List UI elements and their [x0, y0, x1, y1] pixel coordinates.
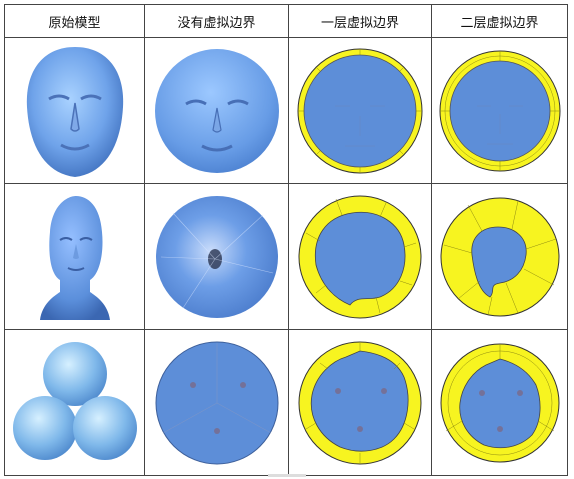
spheres-param-one-layer-image	[298, 341, 422, 464]
spheres-param-two-layer-image	[440, 343, 559, 462]
row-head	[4, 183, 568, 330]
cell-head-two-layer	[431, 183, 568, 330]
row-three-spheres	[4, 329, 568, 476]
page-footer-mark	[268, 474, 306, 477]
cell-face-original	[4, 37, 145, 184]
cell-face-two-layer	[431, 37, 568, 184]
spheres-param-no-boundary-image	[155, 341, 278, 464]
header-row: 原始模型 没有虚拟边界 一层虚拟边界 二层虚拟边界	[4, 4, 568, 38]
head-param-no-boundary-image	[155, 195, 278, 318]
cell-head-original	[4, 183, 145, 330]
header-one-layer-boundary: 一层虚拟边界	[288, 4, 432, 38]
row-face	[4, 37, 568, 184]
comparison-table: 原始模型 没有虚拟边界 一层虚拟边界 二层虚拟边界	[4, 4, 568, 476]
cell-head-one-layer	[288, 183, 432, 330]
cell-face-one-layer	[288, 37, 432, 184]
face-param-no-boundary-image	[154, 48, 279, 173]
face-param-two-layer-image	[439, 50, 560, 171]
cell-spheres-no-boundary	[144, 329, 289, 476]
face-param-one-layer-image	[297, 48, 423, 173]
cell-face-no-boundary	[144, 37, 289, 184]
cell-spheres-two-layer	[431, 329, 568, 476]
head-bust-model-image	[39, 195, 110, 320]
header-two-layer-boundary: 二层虚拟边界	[431, 4, 568, 38]
header-original-model: 原始模型	[4, 4, 145, 38]
face-mask-model-image	[26, 46, 123, 177]
cell-head-no-boundary	[144, 183, 289, 330]
three-spheres-model-image	[12, 341, 137, 460]
head-param-two-layer-image	[440, 197, 559, 316]
header-no-virtual-boundary: 没有虚拟边界	[144, 4, 289, 38]
cell-spheres-one-layer	[288, 329, 432, 476]
cell-spheres-original	[4, 329, 145, 476]
head-param-one-layer-image	[298, 195, 422, 318]
